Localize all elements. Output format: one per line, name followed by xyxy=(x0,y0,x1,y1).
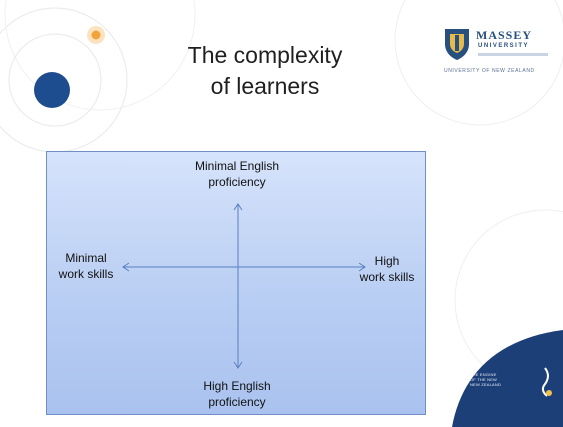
massey-logo: MASSEY UNIVERSITY UNIVERSITY OF NEW ZEAL… xyxy=(440,24,556,82)
label-text: Minimal English proficiency xyxy=(172,158,302,190)
arrow-left-icon xyxy=(122,262,130,272)
label-minimal-work-skills: Minimal work skills xyxy=(49,250,123,282)
label-line: work skills xyxy=(58,267,114,281)
ring-decoration xyxy=(394,0,563,126)
fern-dot-icon xyxy=(546,390,552,396)
label-high-english: High English proficiency xyxy=(172,378,302,410)
logo-tagline-bar xyxy=(478,53,548,56)
label-text: High English proficiency xyxy=(172,378,302,410)
title-line-2: of learners xyxy=(210,73,320,99)
label-minimal-english: Minimal English proficiency xyxy=(172,158,302,190)
ring-decoration xyxy=(8,33,102,127)
label-text: High work skills xyxy=(347,253,427,285)
label-line: proficiency xyxy=(208,175,266,189)
title-line-1: The complexity xyxy=(187,42,343,68)
label-text: Minimal work skills xyxy=(49,250,123,282)
corner-badge-text: THE ENGINE OF THE NEW NEW ZEALAND xyxy=(470,372,536,408)
corner-badge-shape xyxy=(452,330,563,427)
label-line: High English xyxy=(203,379,271,393)
label-high-work-skills: High work skills xyxy=(347,253,427,285)
arrow-right-icon xyxy=(358,262,366,272)
label-line: proficiency xyxy=(208,395,266,409)
label-line: Minimal English xyxy=(194,159,280,173)
label-line: work skills xyxy=(359,270,415,284)
navy-dot xyxy=(34,72,70,108)
arrow-down-icon xyxy=(233,361,243,369)
logo-subword: UNIVERSITY xyxy=(478,43,530,49)
badge-line-3: NEW ZEALAND xyxy=(470,382,502,387)
ring-decoration xyxy=(4,0,196,111)
badge-line-2: OF THE NEW xyxy=(470,377,498,382)
logo-tagline: UNIVERSITY OF NEW ZEALAND xyxy=(444,68,535,74)
arrow-up-icon xyxy=(233,203,243,211)
shield-icon xyxy=(445,29,469,60)
axis-lines xyxy=(122,203,366,369)
logo-wordmark: MASSEY xyxy=(476,28,533,42)
orange-dot xyxy=(91,30,101,40)
badge-line-1: THE ENGINE xyxy=(470,372,497,377)
quadrant-diagram: Minimal English proficiency High English p… xyxy=(46,151,426,415)
slide-title: The complexity of learners xyxy=(140,40,390,102)
label-line: Minimal xyxy=(65,251,107,265)
fern-icon xyxy=(541,367,549,397)
label-line: High xyxy=(374,254,400,268)
